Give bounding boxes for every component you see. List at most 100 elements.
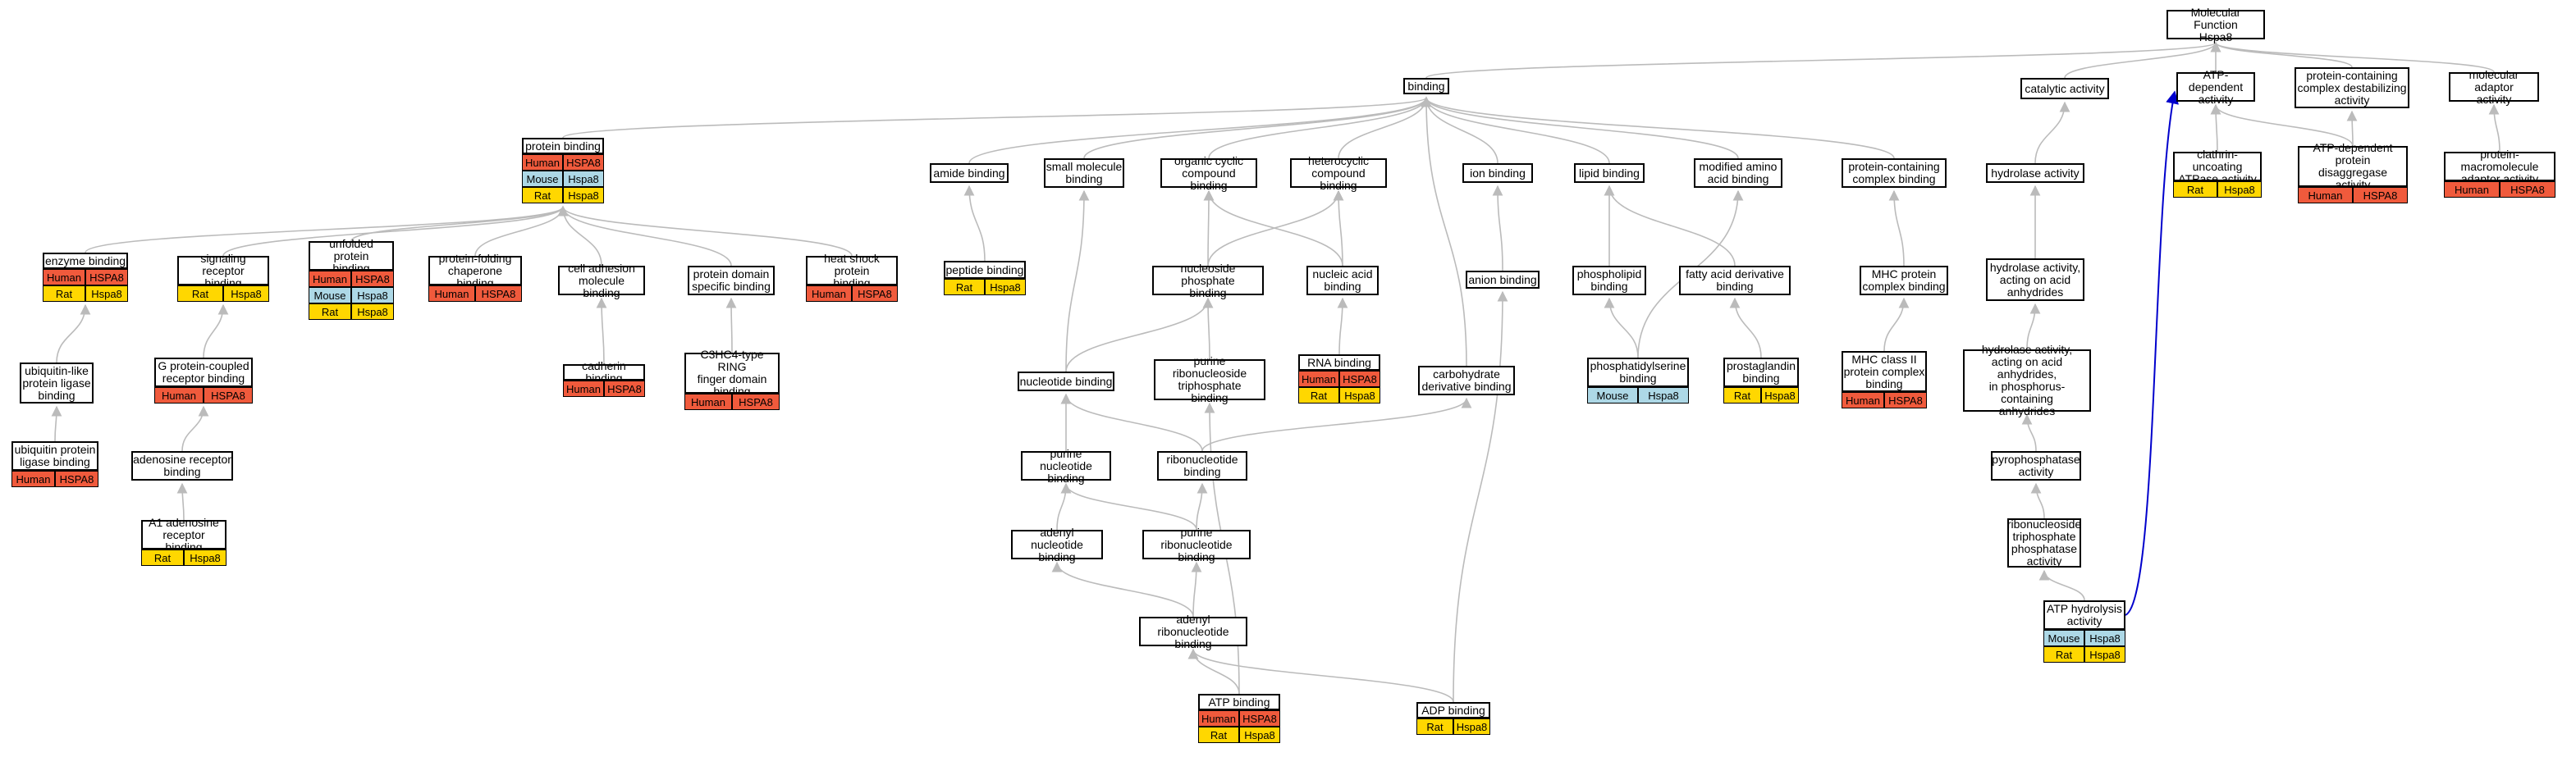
go-term-purineribo: purine ribonucleotide binding (1142, 526, 1251, 563)
term-label: molecular adaptor activity (2449, 68, 2539, 105)
term-label: nucleoside phosphate binding (1152, 262, 1264, 299)
go-term-adenylribo: adenyl ribonucleotide binding (1139, 613, 1247, 650)
go-term-atpdep: ATP-dependent activity (2176, 68, 2255, 105)
species-cell: Rat (944, 279, 985, 295)
edge-ubiqlike-to-enzyme (56, 303, 91, 363)
gene-cell: HSPA8 (1239, 710, 1280, 727)
gene-cell: Hspa8 (2084, 646, 2125, 663)
species-cell: Human (11, 471, 55, 487)
edge-phosser-to-phospholipid (1604, 297, 1639, 358)
term-label: pyrophosphatase activity (1991, 451, 2081, 481)
go-term-catalytic: catalytic activity (2020, 78, 2109, 99)
gene-cell: Hspa8 (351, 303, 394, 320)
term-label: ubiquitin-like protein ligase binding (20, 363, 94, 404)
term-label: ATP-dependent protein disaggregase activ… (2298, 142, 2408, 191)
term-label: nucleotide binding (1018, 372, 1114, 391)
term-label: adenyl nucleotide binding (1011, 526, 1103, 563)
edge-fattyacid-to-lipid (1604, 185, 1736, 267)
gene-cell: Hspa8 (351, 287, 394, 303)
edge-adenylribo-to-purineribo (1191, 561, 1202, 618)
go-term-adenosine: adenosine receptor binding (131, 451, 233, 481)
term-label: anion binding (1466, 271, 1540, 289)
species-cell: Human (2298, 187, 2353, 203)
go-term-pcbind: protein-containing complex binding (1842, 158, 1947, 188)
go-term-domain: protein domain specific binding (688, 266, 775, 295)
edge-purineribo-to-purinenuc (1060, 482, 1197, 531)
go-term-pcdestab: protein-containing complex destabilizing… (2295, 67, 2409, 108)
gene-cell: Hspa8 (2217, 181, 2262, 198)
term-label: lipid binding (1574, 163, 1645, 183)
edge-disagg-to-pcdestab (2346, 110, 2358, 147)
go-term-smallmol: small molecule binding (1044, 158, 1124, 188)
edge-ubiqprot-to-ubiqlike (51, 405, 62, 442)
edge-pmacro-to-adaptor (2488, 103, 2501, 153)
edge-cadherin-to-celladh (596, 297, 607, 365)
gene-cell: Hspa8 (1339, 387, 1380, 404)
edge-unfolded-to-protbind (350, 205, 569, 242)
gene-cell: Hspa8 (2084, 630, 2125, 646)
species-cell: Mouse (1587, 387, 1638, 404)
go-term-nucleotide: nucleotide binding (1018, 372, 1114, 391)
go-term-disagg: ATP-dependent protein disaggregase activ… (2298, 142, 2408, 203)
gene-cell: HSPA8 (1339, 371, 1380, 387)
term-label: catalytic activity (2020, 78, 2109, 99)
go-term-amide: amide binding (930, 163, 1009, 183)
edge-adp-to-adenylribo (1187, 648, 1454, 703)
edge-disagg-to-atpdep (2210, 103, 2354, 147)
term-label: G protein-coupled receptor binding (154, 358, 253, 387)
edge-atphyd-to-atpdep (2125, 90, 2179, 616)
gene-cell: Hspa8 (1453, 718, 1490, 735)
term-label: modified amino acid binding (1694, 158, 1782, 188)
term-label: protein-macromolecule adaptor activity (2444, 148, 2555, 185)
edge-adp-to-anion (1453, 290, 1508, 703)
species-cell: Human (522, 154, 563, 171)
edge-hydrolase-phos-to-hydrolase-anh (2026, 303, 2041, 350)
edge-binding-to-mf (1425, 41, 2221, 79)
term-label: amide binding (930, 163, 1009, 183)
go-term-adaptor: molecular adaptor activity (2449, 68, 2539, 105)
term-label: peptide binding (944, 261, 1026, 279)
species-cell: Human (1198, 710, 1239, 727)
edge-rna-to-nucacid (1337, 297, 1348, 355)
edge-peptide-to-amide (963, 185, 986, 262)
term-label: hydrolase activity, acting on acid anhyd… (1986, 258, 2084, 301)
edge-ion-to-binding (1421, 96, 1498, 164)
go-term-adenylnuc: adenyl nucleotide binding (1011, 526, 1103, 563)
go-term-pyrophos: pyrophosphatase activity (1991, 451, 2081, 481)
gene-cell: HSPA8 (351, 271, 394, 287)
term-label: protein-containing complex destabilizing… (2295, 67, 2409, 108)
edge-adenylribo-to-adenylnuc (1051, 561, 1194, 618)
term-label: fatty acid derivative binding (1679, 266, 1791, 295)
term-label: heat shock protein binding (806, 252, 898, 289)
term-label: small molecule binding (1044, 158, 1124, 188)
term-label: ADP binding (1416, 702, 1490, 718)
edge-heatshock-to-protbind (557, 205, 853, 257)
edge-nucphos-to-hetcyc (1207, 189, 1344, 267)
term-label: binding (1403, 78, 1449, 94)
species-cell: Human (1842, 392, 1884, 408)
gene-cell: Hspa8 (563, 187, 604, 203)
gene-cell: HSPA8 (2500, 181, 2555, 198)
edge-domain-to-protbind (557, 205, 732, 267)
